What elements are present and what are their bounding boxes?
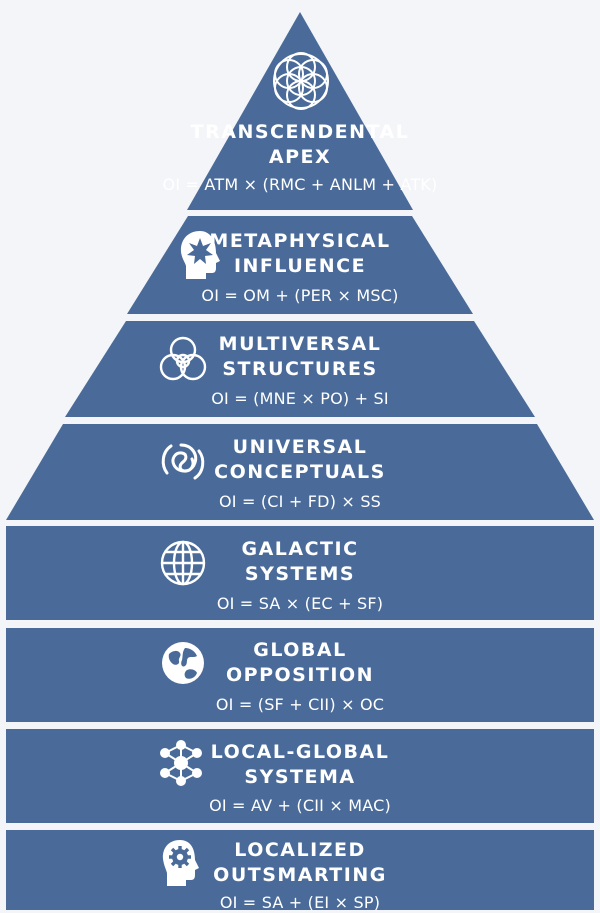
tier-metaphysical-influence <box>127 216 473 314</box>
tier-formula: OI = SA × (EC + SF) <box>216 594 384 613</box>
tier-galactic-systems <box>6 526 594 620</box>
tier-formula: OI = (MNE × PO) + SI <box>211 389 389 408</box>
mind-burst-icon <box>178 229 222 281</box>
interlocking-circles-icon <box>158 335 208 383</box>
tier-global-opposition <box>6 628 594 722</box>
tier-formula: OI = (CI + FD) × SS <box>218 492 382 511</box>
globe-grid-icon <box>159 539 207 587</box>
spiral-galaxy-icon <box>157 437 209 487</box>
tier-local-global-systema <box>6 729 594 823</box>
sacred-geometry-icon <box>272 52 330 110</box>
tier-formula: OI = AV + (CII × MAC) <box>209 796 391 815</box>
tier-formula: OI = OM + (PER × MSC) <box>201 286 399 305</box>
network-nodes-icon <box>157 739 205 787</box>
tier-formula: OI = SA + (EI × SP) <box>219 893 381 912</box>
tier-formula: OI = ATM × (RMC + ANLM + ATK) <box>162 175 438 194</box>
earth-icon <box>160 640 206 686</box>
tier-universal-conceptuals <box>6 424 594 520</box>
tier-multiversal-structures <box>65 321 535 417</box>
tier-localized-outsmarting <box>6 830 594 910</box>
tier-formula: OI = (SF + CII) × OC <box>215 695 385 714</box>
head-gear-icon <box>160 838 202 888</box>
